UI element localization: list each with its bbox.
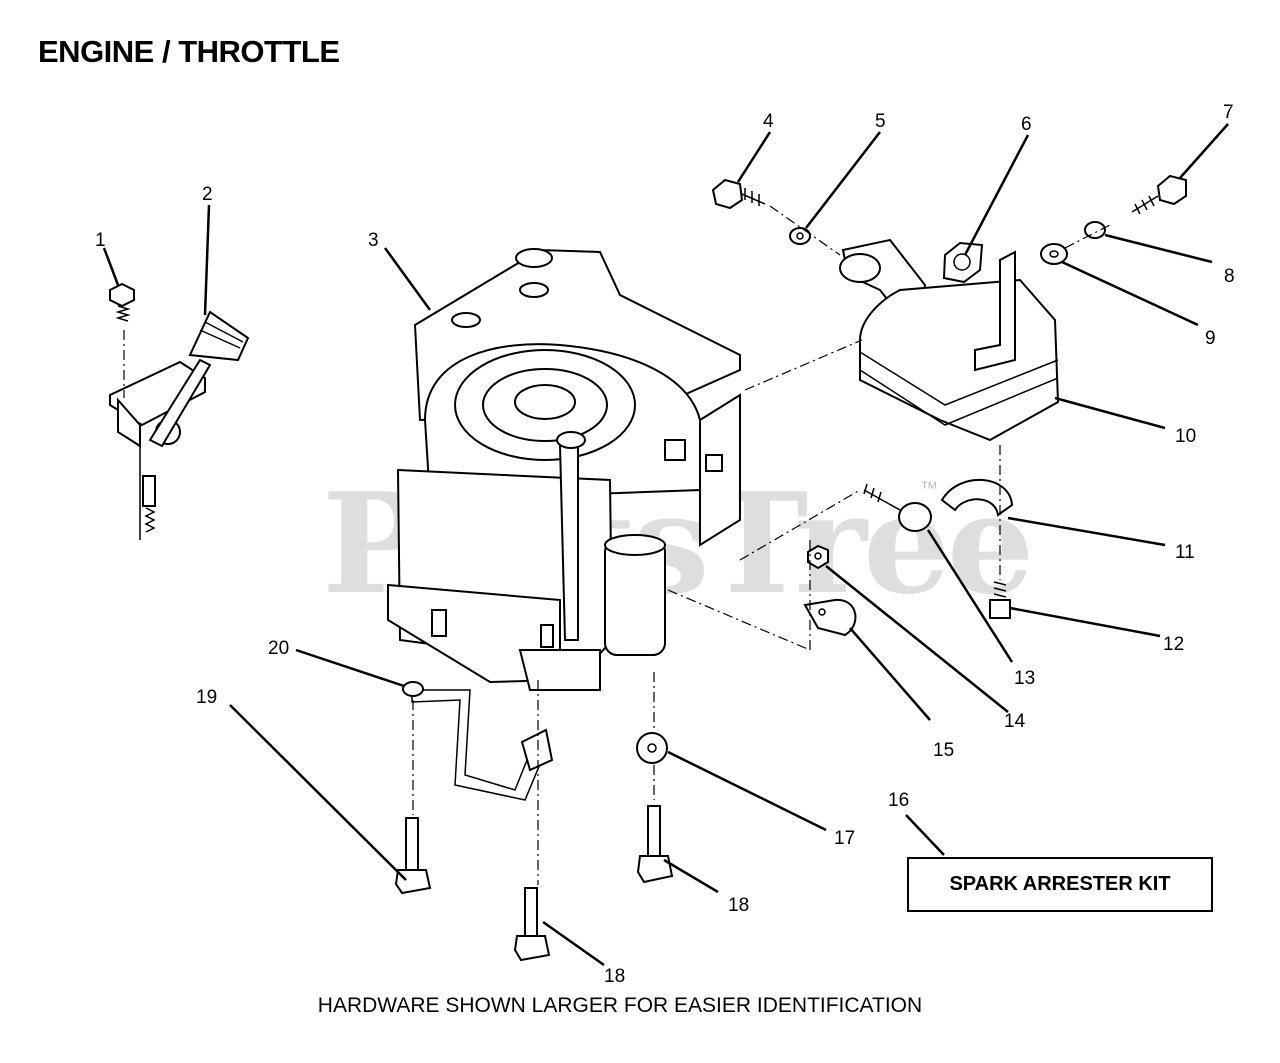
flat-washer-9[interactable] — [1040, 243, 1068, 265]
callout-9: 9 — [1205, 328, 1216, 349]
callout-8: 8 — [1224, 266, 1235, 287]
spark-arrester-kit-label: SPARK ARRESTER KIT — [949, 873, 1171, 895]
spark-arrester-kit-box[interactable]: SPARK ARRESTER KIT — [907, 857, 1213, 912]
engine-bolt-19[interactable] — [394, 817, 432, 895]
callout-3: 3 — [368, 230, 379, 251]
exhaust-bolt-4[interactable] — [711, 178, 766, 210]
muffler-gasket-6[interactable] — [942, 241, 984, 284]
callout-16: 16 — [888, 790, 909, 811]
lock-washer-5[interactable] — [789, 227, 811, 245]
callout-4: 4 — [763, 111, 774, 132]
callout-18-lower: 18 — [604, 966, 625, 987]
callout-11: 11 — [1175, 542, 1195, 563]
callout-17: 17 — [834, 828, 855, 849]
hex-bolt-7[interactable] — [1131, 174, 1187, 215]
callout-5: 5 — [875, 111, 886, 132]
callout-6: 6 — [1021, 114, 1032, 135]
engine-bolt-18b[interactable] — [513, 887, 551, 962]
lock-washer-8[interactable] — [1084, 221, 1106, 239]
engine[interactable] — [387, 248, 741, 691]
callout-15: 15 — [933, 740, 954, 761]
callout-20: 20 — [268, 638, 289, 659]
spark-arrester-screen-11[interactable] — [940, 478, 1014, 517]
throttle-control-assembly[interactable] — [109, 310, 250, 540]
callout-1: 1 — [95, 230, 106, 251]
callout-19: 19 — [196, 687, 217, 708]
callout-10: 10 — [1175, 426, 1196, 447]
callout-13: 13 — [1014, 668, 1035, 689]
muffler-clamp-15[interactable] — [803, 598, 857, 637]
ground-strap-20[interactable] — [402, 681, 554, 801]
callout-2: 2 — [202, 184, 213, 205]
trademark-symbol: ™ — [920, 478, 938, 498]
callout-7: 7 — [1223, 102, 1234, 123]
throttle-screw[interactable] — [109, 282, 135, 322]
shoulder-bolt-13[interactable] — [863, 483, 932, 532]
muffler-10[interactable] — [859, 250, 1060, 442]
callout-14: 14 — [1004, 711, 1026, 732]
callout-18: 18 — [728, 895, 749, 916]
engine-bolt-18a[interactable] — [636, 805, 674, 884]
hardware-note: HARDWARE SHOWN LARGER FOR EASIER IDENTIF… — [317, 994, 923, 1017]
hex-nut-14[interactable] — [807, 544, 829, 570]
screw-12[interactable] — [989, 581, 1011, 619]
callout-12: 12 — [1163, 634, 1184, 655]
star-washer-17[interactable] — [636, 732, 668, 764]
diagram-title: ENGINE / THROTTLE — [38, 34, 340, 69]
